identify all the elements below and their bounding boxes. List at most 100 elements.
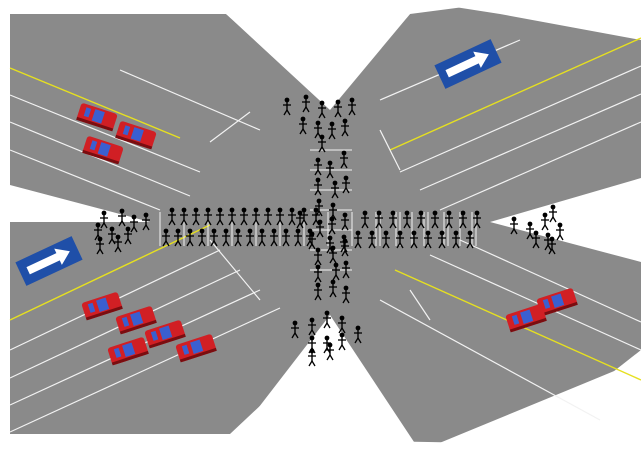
car <box>536 288 578 317</box>
pedestrian-leg <box>364 222 369 229</box>
pedestrian <box>283 97 291 116</box>
pedestrian-head <box>339 332 345 338</box>
pedestrian-leg <box>371 242 376 249</box>
pedestrian-leg <box>323 322 328 329</box>
pedestrian-leg <box>332 257 337 264</box>
pedestrian-leg <box>308 329 313 336</box>
pedestrian-leg <box>114 246 119 253</box>
pedestrian-leg <box>291 332 296 339</box>
pedestrian <box>222 228 230 247</box>
pedestrian <box>198 228 206 247</box>
car <box>144 320 186 349</box>
pedestrian <box>375 210 383 229</box>
pedestrian <box>100 210 108 229</box>
pedestrian <box>270 228 278 247</box>
cars <box>76 103 578 366</box>
pedestrian <box>312 207 320 226</box>
pedestrian <box>424 230 432 249</box>
pedestrian-head <box>341 150 347 156</box>
pedestrian-head <box>327 342 333 348</box>
pedestrian-head <box>109 226 115 232</box>
pedestrian-head <box>397 230 403 236</box>
pedestrian <box>296 210 304 229</box>
pedestrian <box>316 219 324 238</box>
car-window <box>91 109 105 124</box>
pedestrian-leg <box>111 238 116 245</box>
pedestrian <box>328 216 336 235</box>
pedestrian-leg <box>118 220 123 227</box>
pedestrian-leg <box>541 224 546 231</box>
pedestrian-leg <box>321 112 326 119</box>
pedestrian-leg <box>317 259 322 266</box>
pedestrian-leg <box>424 242 429 249</box>
pedestrian-head <box>303 94 309 100</box>
car-rear-window <box>122 125 131 136</box>
pedestrian-head <box>330 245 336 251</box>
pedestrian-head <box>277 207 283 213</box>
pedestrian-leg <box>315 219 320 226</box>
pedestrian-head <box>115 234 121 240</box>
pedestrian-leg <box>142 224 147 231</box>
pedestrian-leg <box>343 246 348 253</box>
pedestrian-leg <box>165 240 170 247</box>
pedestrian-head <box>265 207 271 213</box>
pedestrian-leg <box>326 354 331 361</box>
pedestrian-head <box>315 157 321 163</box>
pedestrian-leg <box>326 322 331 329</box>
pedestrian <box>130 214 138 233</box>
pedestrian <box>417 210 425 229</box>
pedestrian-leg <box>99 248 104 255</box>
pedestrian-leg <box>243 219 248 226</box>
pedestrian-leg <box>413 242 418 249</box>
pedestrian-leg <box>317 294 322 301</box>
pedestrian-leg <box>108 238 113 245</box>
pedestrian-head <box>362 210 368 216</box>
pedestrian-leg <box>510 228 515 235</box>
pedestrian-leg <box>174 240 179 247</box>
pedestrian <box>510 216 518 235</box>
pedestrian-leg <box>452 242 457 249</box>
pedestrian-leg <box>314 189 319 196</box>
pedestrian-head <box>332 180 338 186</box>
pedestrian-leg <box>321 146 326 153</box>
pedestrian <box>314 157 322 176</box>
pedestrian <box>210 228 218 247</box>
pedestrian-head <box>453 230 459 236</box>
pedestrian-leg <box>306 240 311 247</box>
pedestrian <box>308 231 316 250</box>
car-window <box>130 311 144 326</box>
pedestrian <box>328 121 336 140</box>
pedestrian <box>240 207 248 226</box>
pedestrian-leg <box>100 222 105 229</box>
pedestrian-head <box>297 210 303 216</box>
pedestrian <box>329 245 337 264</box>
pedestrian-leg <box>145 224 150 231</box>
pedestrian-head <box>327 160 333 166</box>
pedestrian-head <box>369 230 375 236</box>
pedestrian-head <box>511 216 517 222</box>
pedestrian-leg <box>228 219 233 226</box>
pedestrian <box>314 264 322 283</box>
pedestrian-leg <box>264 219 269 226</box>
pedestrian-head <box>418 210 424 216</box>
pedestrian-leg <box>368 242 373 249</box>
pedestrian-leg <box>96 248 101 255</box>
pedestrian <box>308 348 316 367</box>
pedestrian-head <box>315 177 321 183</box>
pedestrian-leg <box>180 219 185 226</box>
pedestrian-head <box>283 228 289 234</box>
pedestrian-leg <box>476 222 481 229</box>
pedestrian-head <box>319 134 325 140</box>
pedestrian <box>389 210 397 229</box>
pedestrian <box>342 175 350 194</box>
car-window <box>520 309 534 324</box>
pedestrian-leg <box>448 222 453 229</box>
pedestrian-leg <box>314 169 319 176</box>
pedestrian-head <box>460 210 466 216</box>
pedestrian-leg <box>331 228 336 235</box>
car-side <box>540 301 578 317</box>
pedestrian-leg <box>234 240 239 247</box>
pedestrian-leg <box>258 240 263 247</box>
car-side <box>119 319 157 335</box>
